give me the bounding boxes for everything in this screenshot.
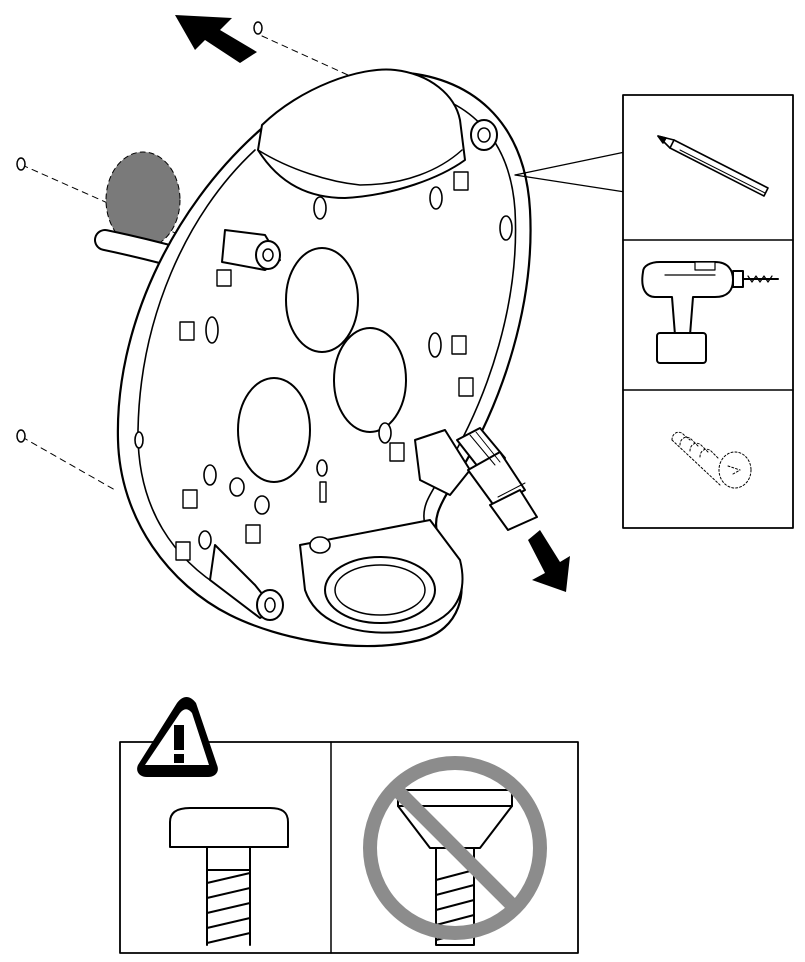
bracket-plate	[116, 68, 532, 648]
screw-guidance-panel	[119, 697, 579, 954]
screw-hole-marker-left-upper	[16, 157, 26, 171]
drill-icon	[641, 261, 779, 364]
screw-hole-marker-left-lower	[16, 429, 26, 443]
tools-panel	[622, 94, 794, 529]
rj45-connector	[456, 427, 538, 531]
bracket-hole-patterns	[175, 171, 474, 561]
pan-head-screw-icon	[169, 807, 289, 946]
callout-leader	[514, 151, 626, 193]
mounting-bracket-illustration	[16, 15, 626, 648]
bracket-slots	[134, 186, 513, 554]
screw-hole-marker-top	[253, 21, 263, 35]
arrow-down-right-icon	[528, 530, 570, 592]
pencil-icon	[657, 135, 769, 197]
screw-icon	[671, 431, 752, 489]
warning-triangle-icon	[137, 697, 218, 777]
bracket-cutouts	[237, 247, 407, 483]
prohibition-icon	[363, 756, 547, 940]
arrow-up-left-icon	[175, 15, 257, 63]
